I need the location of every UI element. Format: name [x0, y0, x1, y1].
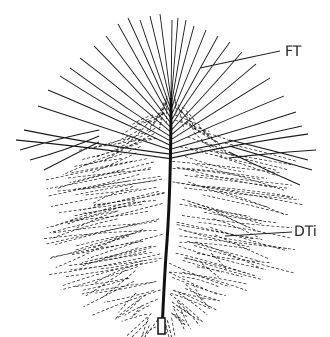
dti-label: DTi [294, 224, 317, 240]
down-barb-left [75, 231, 146, 251]
down-barb-right [215, 235, 269, 259]
downy-barbs [44, 95, 305, 337]
down-barb-left [79, 252, 153, 265]
barb-left [128, 18, 171, 114]
down-barb-left [83, 278, 129, 290]
down-barb-right [182, 216, 292, 228]
down-barb-right [185, 231, 296, 250]
down-barb-right [200, 141, 239, 159]
down-barb-left [70, 258, 161, 270]
rachis [162, 98, 171, 330]
down-barb-right [186, 284, 210, 307]
down-barb-left [80, 181, 128, 190]
barb-right [170, 42, 230, 127]
down-barb-left [72, 234, 162, 254]
down-barb-left [69, 251, 146, 265]
down-barb-left [125, 299, 158, 315]
down-barb-left [115, 295, 147, 320]
down-barb-right [180, 204, 250, 216]
barb-left-lower [20, 130, 99, 150]
down-barb-left [137, 320, 158, 337]
down-barb-right [174, 309, 184, 330]
down-barb-right [174, 314, 187, 323]
down-barb-right [188, 182, 268, 207]
down-barb-right [183, 261, 222, 273]
down-barb-left [53, 224, 135, 233]
barb-right [170, 36, 218, 123]
barb-right [170, 96, 284, 145]
down-barb-left [131, 306, 142, 317]
down-barb-right [177, 168, 267, 179]
down-barb-left [104, 134, 154, 161]
ft-leader-line [200, 51, 280, 68]
down-barb-right [166, 327, 167, 334]
down-barb-left [92, 187, 133, 204]
down-barb-left [49, 254, 160, 275]
calamus [158, 318, 165, 334]
down-barb-right [170, 294, 203, 322]
ft-label: FT [285, 44, 302, 60]
barb-right [170, 78, 270, 141]
down-barb-right [215, 155, 278, 176]
barb-left [38, 106, 169, 150]
barb-left [48, 90, 170, 145]
dt-leader-line [225, 232, 292, 236]
down-barb-right [172, 182, 293, 198]
down-barb-left [83, 281, 134, 307]
down-barb-left [73, 159, 122, 167]
down-barb-right [182, 277, 219, 287]
down-barb-right [185, 289, 216, 300]
down-barb-right [185, 156, 244, 172]
down-barb-right [172, 318, 177, 337]
down-barb-right [197, 254, 272, 263]
down-barb-right [185, 123, 210, 132]
down-barb-right [174, 291, 220, 301]
down-barb-left [57, 181, 155, 191]
down-barb-left [115, 300, 139, 320]
down-barb-left [101, 271, 136, 299]
down-barb-right [184, 258, 256, 276]
down-barb-right [204, 212, 278, 223]
barb-left [150, 16, 171, 105]
down-barb-left [59, 200, 156, 213]
down-barb-right [189, 204, 247, 227]
down-barb-left [131, 321, 149, 337]
barb-left [160, 14, 171, 100]
barb-left [118, 24, 170, 118]
down-barb-left [50, 204, 163, 233]
down-barb-left [68, 211, 119, 224]
